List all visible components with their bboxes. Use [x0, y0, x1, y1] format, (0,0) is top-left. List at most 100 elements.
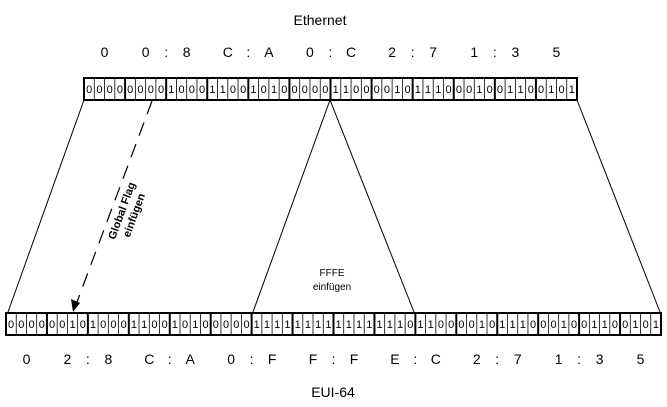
- eui64-bit: 0: [80, 319, 86, 331]
- ethernet-colon: :: [411, 44, 415, 60]
- ethernet-bit: 0: [107, 84, 113, 96]
- ethernet-bit: 0: [363, 84, 369, 96]
- arrow-head-icon: [71, 299, 80, 312]
- eui64-bit: 0: [151, 319, 157, 331]
- ethernet-bit: 1: [168, 84, 174, 96]
- ethernet-bit: 1: [507, 84, 513, 96]
- ethernet-colon: :: [246, 44, 250, 60]
- eui64-bit: 0: [448, 319, 454, 331]
- eui64-bit: 1: [284, 319, 290, 331]
- eui64-hex-digit: F: [268, 351, 277, 367]
- eui64-hex-digit: 0: [227, 351, 235, 367]
- ethernet-bit: 1: [220, 84, 226, 96]
- ethernet-bit: 0: [199, 84, 205, 96]
- eui64-colon: :: [495, 351, 499, 367]
- eui64-bit: 1: [264, 319, 270, 331]
- ethernet-bit: 0: [302, 84, 308, 96]
- eui64-colon: :: [168, 351, 172, 367]
- eui64-hex-digit: 2: [473, 351, 481, 367]
- eui64-bit: 0: [530, 319, 536, 331]
- ethernet-bit: 0: [487, 84, 493, 96]
- ethernet-bit: 0: [538, 84, 544, 96]
- eui64-hex-digit: 2: [64, 351, 72, 367]
- eui64-bit: 0: [540, 319, 546, 331]
- ethernet-hex-digit: 1: [470, 44, 478, 60]
- eui64-bit: 0: [182, 319, 188, 331]
- ethernet-bit: 0: [179, 84, 185, 96]
- ethernet-bit: 0: [559, 84, 565, 96]
- eui64-bit: 0: [243, 319, 249, 331]
- ethernet-hex-digit: 0: [101, 44, 109, 60]
- split-line-left: [252, 99, 331, 313]
- eui64-bit: 1: [387, 319, 393, 331]
- eui64-bit: 0: [581, 319, 587, 331]
- ethernet-bit: 0: [353, 84, 359, 96]
- eui64-bit: 1: [632, 319, 638, 331]
- eui64-bit: 1: [315, 319, 321, 331]
- ethernet-bit: 0: [404, 84, 410, 96]
- ethernet-bit: 0: [322, 84, 328, 96]
- eui64-bit: 1: [479, 319, 485, 331]
- ethernet-bit: 0: [189, 84, 195, 96]
- eui64-bit: 1: [499, 319, 505, 331]
- eui64-bit: 1: [131, 319, 137, 331]
- global-flag-label: Global Flag einfügen: [106, 181, 148, 241]
- eui64-colon: :: [577, 351, 581, 367]
- ethernet-colon: :: [164, 44, 168, 60]
- eui64-bit: 0: [223, 319, 229, 331]
- eui64-bit: 1: [602, 319, 608, 331]
- eui64-bit: 0: [162, 319, 168, 331]
- eui64-bit: 0: [489, 319, 495, 331]
- eui64-hex-digit: C: [144, 351, 154, 367]
- eui64-bit: 1: [336, 319, 342, 331]
- ethernet-hex-digit: 5: [553, 44, 561, 60]
- eui64-bit: 1: [254, 319, 260, 331]
- ethernet-bit: 1: [394, 84, 400, 96]
- eui64-hex-digit: A: [186, 351, 196, 367]
- ethernet-bit: 0: [374, 84, 380, 96]
- eui64-hex-digit: C: [431, 351, 441, 367]
- ethernet-bit: 0: [158, 84, 164, 96]
- ethernet-bit: 0: [384, 84, 390, 96]
- eui64-bit: 1: [295, 319, 301, 331]
- ethernet-hex-digit: 8: [183, 44, 191, 60]
- eui64-bit: 1: [141, 319, 147, 331]
- eui64-bit: 1: [376, 319, 382, 331]
- eui64-bit: 0: [49, 319, 55, 331]
- ethernet-bit: 0: [281, 84, 287, 96]
- eui64-bit: 0: [469, 319, 475, 331]
- fffe-label-line1: FFFE: [320, 268, 345, 279]
- ethernet-title: Ethernet: [294, 12, 347, 28]
- ethernet-bit: 1: [343, 84, 349, 96]
- eui64-bit: 1: [561, 319, 567, 331]
- eui64-bit: 0: [18, 319, 24, 331]
- ethernet-hex-digit: 7: [429, 44, 437, 60]
- eui64-bit: 1: [653, 319, 659, 331]
- eui64-bit: 0: [110, 319, 116, 331]
- ethernet-bit: 0: [466, 84, 472, 96]
- ethernet-bit: 1: [476, 84, 482, 96]
- eui64-bit: 1: [192, 319, 198, 331]
- eui64-hex-digit: 5: [637, 351, 645, 367]
- eui64-bit: 1: [69, 319, 75, 331]
- ethernet-colon: :: [493, 44, 497, 60]
- eui64-hex-digit: F: [309, 351, 318, 367]
- eui64-bit: 0: [233, 319, 239, 331]
- eui64-bit: 0: [213, 319, 219, 331]
- eui64-colon: :: [332, 351, 336, 367]
- ethernet-hex-digit: 3: [511, 44, 519, 60]
- eui64-bit: 0: [438, 319, 444, 331]
- ethernet-bit: 1: [548, 84, 554, 96]
- ethernet-bit: 0: [312, 84, 318, 96]
- ethernet-bit: 1: [569, 84, 575, 96]
- ethernet-bit: 0: [96, 84, 102, 96]
- ethernet-bit: 0: [86, 84, 92, 96]
- eui64-bit: 1: [417, 319, 423, 331]
- eui64-bit: 0: [458, 319, 464, 331]
- split-line-right: [329, 99, 415, 313]
- eui64-colon: :: [250, 351, 254, 367]
